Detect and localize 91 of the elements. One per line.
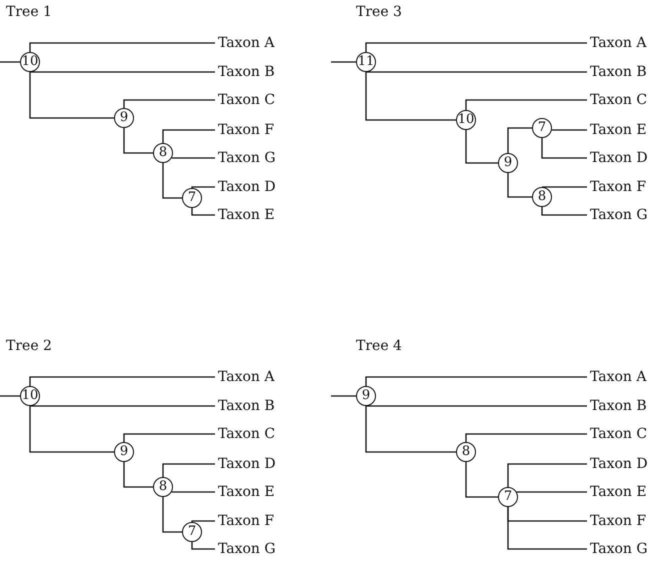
branch-line [172, 491, 215, 493]
branch-line [365, 376, 587, 386]
branch-line [29, 376, 215, 386]
branch-line [465, 99, 587, 110]
taxon-label: Taxon C [590, 424, 648, 444]
node-circle: 7 [182, 188, 202, 208]
taxon-label: Taxon G [218, 148, 276, 168]
branch-line [552, 129, 587, 131]
node-circle: 9 [356, 386, 376, 406]
taxon-label: Taxon B [590, 396, 647, 416]
branch-line [191, 208, 215, 216]
branch-line [365, 406, 456, 453]
node-circle: 9 [114, 442, 134, 462]
taxon-label: Taxon B [218, 62, 275, 82]
node-circle: 7 [498, 487, 518, 507]
branch-line [191, 542, 215, 550]
branch-line [365, 71, 587, 73]
node-circle: 8 [153, 477, 173, 497]
branch-line [162, 463, 215, 477]
node-circle: 7 [182, 522, 202, 542]
taxon-label: Taxon F [218, 120, 274, 140]
branch-line [162, 129, 215, 143]
branch-line [331, 395, 356, 397]
taxon-label: Taxon G [218, 539, 276, 559]
branch-line [123, 462, 153, 488]
branch-line [29, 72, 114, 119]
node-circle: 8 [153, 143, 173, 163]
taxon-label: Taxon D [218, 454, 276, 474]
tree-title: Tree 1 [6, 4, 52, 20]
taxon-label: Taxon A [590, 367, 646, 387]
branch-line [507, 173, 532, 198]
branch-line [541, 186, 587, 188]
taxon-label: Taxon E [218, 205, 275, 225]
node-circle: 10 [20, 386, 40, 406]
taxon-label: Taxon G [590, 539, 648, 559]
branch-line [507, 507, 587, 550]
branch-line [516, 491, 587, 493]
branch-line [465, 462, 498, 498]
taxon-label: Taxon B [590, 62, 647, 82]
taxon-label: Taxon C [218, 90, 276, 110]
node-circle: 7 [532, 118, 552, 138]
taxon-label: Taxon F [590, 177, 646, 197]
taxon-label: Taxon A [218, 33, 274, 53]
node-circle: 10 [20, 52, 40, 72]
branch-line [123, 433, 215, 442]
branch-line [172, 157, 215, 159]
taxon-label: Taxon D [590, 454, 648, 474]
taxon-label: Taxon E [590, 120, 647, 140]
branch-line [123, 99, 215, 108]
branch-line [365, 42, 587, 52]
branch-line [0, 395, 20, 397]
branch-line [162, 497, 182, 533]
node-circle: 10 [456, 110, 476, 130]
branch-line [331, 61, 356, 63]
branch-line [191, 186, 215, 188]
branch-line [365, 72, 456, 121]
branch-line [507, 127, 532, 153]
taxon-label: Taxon D [590, 148, 648, 168]
taxon-label: Taxon B [218, 396, 275, 416]
branch-line [29, 42, 215, 52]
branch-line [365, 405, 587, 407]
tree-title: Tree 4 [356, 338, 402, 354]
branch-line [29, 405, 215, 407]
node-circle: 11 [356, 52, 376, 72]
taxon-label: Taxon G [590, 205, 648, 225]
branch-line [541, 207, 587, 216]
branch-line [29, 406, 114, 453]
branch-line [465, 433, 587, 442]
branch-line [465, 130, 498, 164]
taxon-label: Taxon C [590, 90, 648, 110]
node-circle: 8 [456, 442, 476, 462]
taxon-label: Taxon A [218, 367, 274, 387]
node-circle: 9 [498, 153, 518, 173]
taxon-label: Taxon C [218, 424, 276, 444]
branch-line [541, 138, 587, 159]
branch-line [162, 163, 182, 199]
tree-title: Tree 3 [356, 4, 402, 20]
taxon-label: Taxon A [590, 33, 646, 53]
tree-title: Tree 2 [6, 338, 52, 354]
branch-line [507, 463, 587, 487]
taxon-label: Taxon F [590, 511, 646, 531]
branch-line [29, 71, 215, 73]
node-circle: 8 [532, 187, 552, 207]
branch-line [191, 520, 215, 522]
branch-line [0, 61, 20, 63]
node-circle: 9 [114, 108, 134, 128]
taxon-label: Taxon D [218, 177, 276, 197]
taxon-label: Taxon E [218, 482, 275, 502]
branch-line [123, 128, 153, 154]
taxon-label: Taxon E [590, 482, 647, 502]
taxon-label: Taxon F [218, 511, 274, 531]
